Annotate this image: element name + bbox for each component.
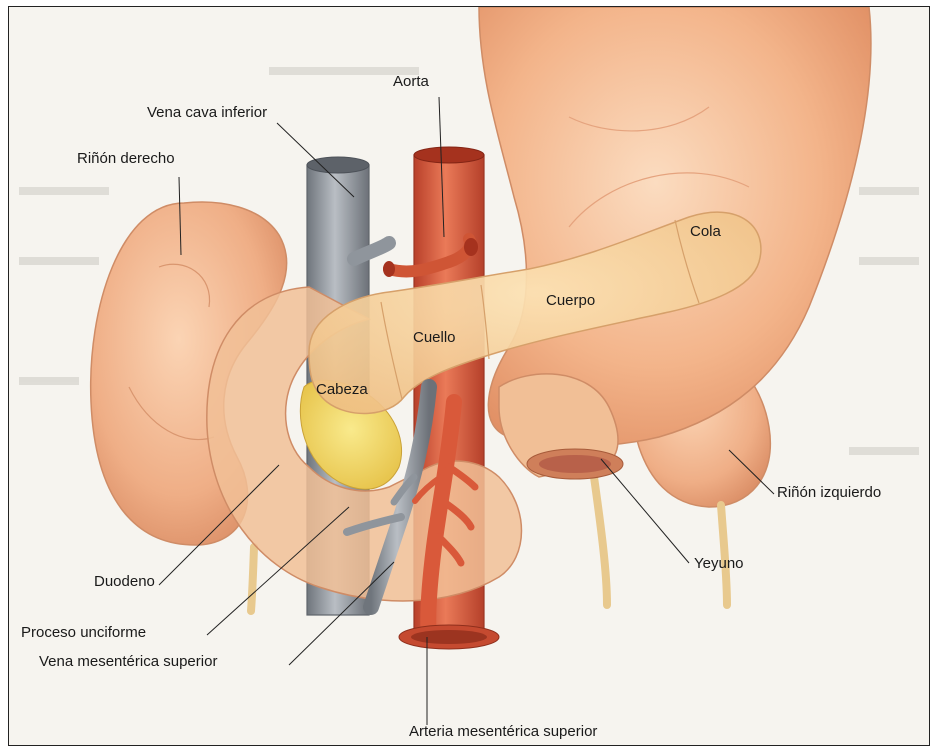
anatomy-figure: Aorta Vena cava inferior Riñón derecho C…: [8, 6, 930, 746]
label-proceso-unciforme: Proceso unciforme: [21, 624, 146, 642]
label-vena-cava-inferior: Vena cava inferior: [147, 104, 267, 122]
label-cabeza: Cabeza: [316, 381, 368, 399]
label-duodeno: Duodeno: [94, 573, 155, 591]
left-ureter-a: [594, 477, 607, 605]
label-vena-mesenterica-superior: Vena mesentérica superior: [39, 653, 217, 671]
label-cuello: Cuello: [413, 329, 456, 347]
label-rinon-izquierdo: Riñón izquierdo: [777, 484, 881, 502]
label-rinon-derecho: Riñón derecho: [77, 150, 175, 168]
label-aorta: Aorta: [393, 73, 429, 91]
label-arteria-mesenterica-superior: Arteria mesentérica superior: [409, 723, 597, 741]
label-cola: Cola: [690, 223, 721, 241]
right-ureter: [251, 547, 254, 611]
label-cuerpo: Cuerpo: [546, 292, 595, 310]
label-yeyuno: Yeyuno: [694, 555, 744, 573]
